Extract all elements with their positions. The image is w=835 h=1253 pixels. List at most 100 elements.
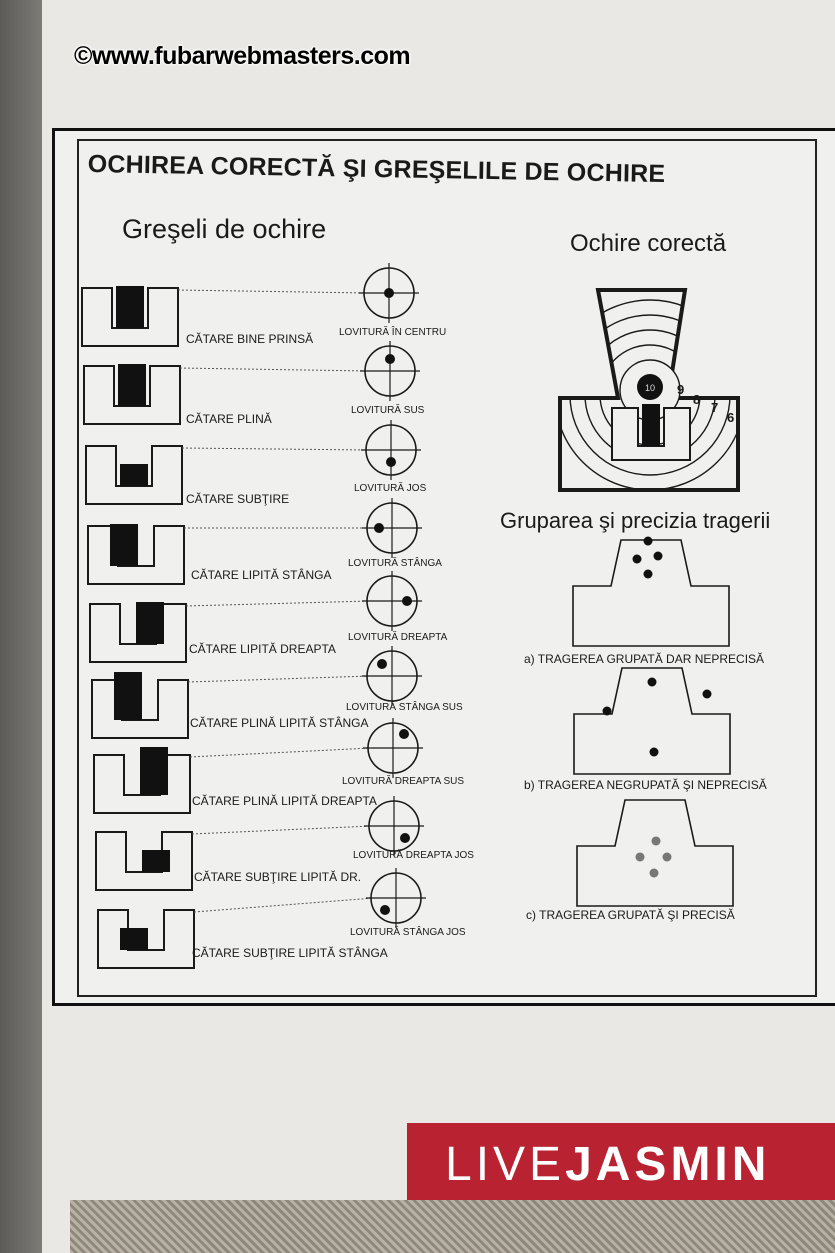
front-sight-post: [120, 464, 148, 486]
sight-label: CĂTARE SUBŢIRE: [186, 492, 290, 506]
guide-line: [181, 447, 370, 451]
ring-number: 7: [711, 400, 718, 415]
grouping-panel: [572, 536, 730, 647]
grouping-shot: [702, 689, 712, 699]
sight-label: CĂTARE SUBŢIRE LIPITĂ DR.: [194, 870, 362, 884]
target-label: LOVITURĂ JOS: [354, 483, 427, 494]
aiming-error-row: [91, 646, 422, 739]
target-ring: [560, 299, 738, 490]
rear-sight-notch: [97, 909, 195, 969]
target-label: LOVITURĂ SUS: [351, 405, 425, 416]
grouping-shot: [643, 536, 653, 546]
ring-number: 6: [727, 410, 734, 425]
grouping-shot: [602, 706, 612, 716]
front-sight-post: [120, 928, 148, 950]
aiming-error-row: [95, 796, 424, 891]
target-label: LOVITURĂ STÂNGA: [348, 558, 442, 569]
rear-sight-notch: [95, 831, 193, 891]
grouping-caption: a) TRAGEREA GRUPATĂ DAR NEPRECISĂ: [524, 652, 765, 666]
brand-light: LIVE: [445, 1138, 566, 1191]
sight-label: CĂTARE SUBŢIRE LIPITĂ STÂNGA: [192, 946, 388, 960]
rear-sight-notch: [83, 365, 181, 425]
guide-line: [187, 675, 371, 683]
front-sight-post: [142, 850, 170, 872]
aiming-error-row: [83, 341, 420, 425]
grouping-shot: [651, 836, 661, 846]
correct-aiming-title: Ochire corectă: [570, 230, 727, 257]
grouping-shot: [635, 852, 645, 862]
aiming-error-row: [89, 571, 422, 663]
poster-frame: [77, 139, 817, 997]
grouping-shot: [649, 747, 659, 757]
bullseye: [637, 374, 663, 400]
sight-label: CĂTARE PLINĂ LIPITĂ DREAPTA: [192, 794, 377, 808]
ring-number: 8: [693, 392, 700, 407]
sight-label: CĂTARE PLINĂ LIPITĂ STÂNGA: [190, 716, 369, 730]
target-label: LOVITURĂ STÂNGA JOS: [350, 927, 466, 938]
rear-sight-notch: [85, 445, 183, 505]
grouping-silhouette: [572, 539, 730, 647]
target-label: LOVITURĂ DREAPTA JOS: [353, 850, 474, 861]
shot-hole: [399, 729, 409, 739]
grouping-shot: [647, 677, 657, 687]
aiming-error-row: [81, 263, 419, 347]
aiming-error-row: [87, 498, 422, 585]
ring-number: 9: [677, 382, 684, 397]
guide-line: [185, 600, 371, 607]
grouping-silhouette: [576, 799, 734, 907]
shot-hole: [374, 523, 384, 533]
aiming-error-row: [85, 420, 421, 505]
livejasmin-logo-text: LIVEJASMIN: [445, 1137, 770, 1192]
grouping-caption: b) TRAGEREA NEGRUPATĂ ŞI NEPRECISĂ: [524, 778, 767, 792]
target-label: LOVITURĂ DREAPTA SUS: [342, 776, 465, 787]
aiming-errors-title: Greşeli de ochire: [122, 214, 327, 244]
target-label: LOVITURĂ ÎN CENTRU: [339, 327, 447, 338]
guide-line: [177, 289, 368, 294]
target-label: LOVITURĂ STÂNGA SUS: [346, 702, 463, 713]
sight-label: CĂTARE LIPITĂ STÂNGA: [191, 568, 332, 582]
grouping-panel: [573, 667, 731, 775]
shot-hole: [400, 833, 410, 843]
shot-hole: [386, 457, 396, 467]
front-sight-post: [136, 602, 164, 644]
rear-sight-notch: [81, 287, 179, 347]
guide-line: [193, 897, 375, 913]
aiming-error-row: [97, 868, 426, 969]
front-sight-post: [114, 672, 142, 720]
grouping-shot: [649, 868, 659, 878]
grouping-caption: c) TRAGEREA GRUPATĂ ŞI PRECISĂ: [526, 908, 735, 922]
target-label: LOVITURĂ DREAPTA: [348, 632, 448, 643]
sight-label: CĂTARE LIPITĂ DREAPTA: [189, 642, 336, 656]
bullseye-number: 10: [645, 383, 655, 393]
grouping-shot: [653, 551, 663, 561]
shot-hole: [380, 905, 390, 915]
front-sight-post: [110, 524, 138, 566]
brand-bold: JASMIN: [565, 1138, 771, 1191]
shot-hole: [377, 659, 387, 669]
grouping-shot: [643, 569, 653, 579]
guide-line: [189, 747, 372, 758]
aiming-error-row: [93, 718, 423, 814]
front-sight-post: [140, 747, 168, 795]
grouping-silhouette: [573, 667, 731, 775]
grouping-panel: [576, 799, 734, 907]
grouping-title: Gruparea şi precizia tragerii: [500, 508, 771, 533]
guide-line: [191, 825, 373, 835]
sight-label: CĂTARE BINE PRINSĂ: [186, 332, 314, 346]
shot-hole: [385, 354, 395, 364]
poster-sheet: [52, 128, 835, 1006]
front-sight-post: [118, 364, 146, 406]
tape-strip: [70, 1200, 835, 1253]
guide-line: [179, 367, 369, 372]
shot-hole: [402, 596, 412, 606]
target-rear-sight: [611, 407, 691, 461]
front-sight-post: [116, 286, 144, 328]
sight-label: CĂTARE PLINĂ: [186, 412, 272, 426]
target-front-sight: [642, 404, 660, 446]
grouping-shot: [662, 852, 672, 862]
watermark-text: ©www.fubarwebmasters.com: [74, 42, 411, 70]
livejasmin-logo: LIVEJASMIN: [407, 1123, 835, 1200]
grouping-shot: [632, 554, 642, 564]
